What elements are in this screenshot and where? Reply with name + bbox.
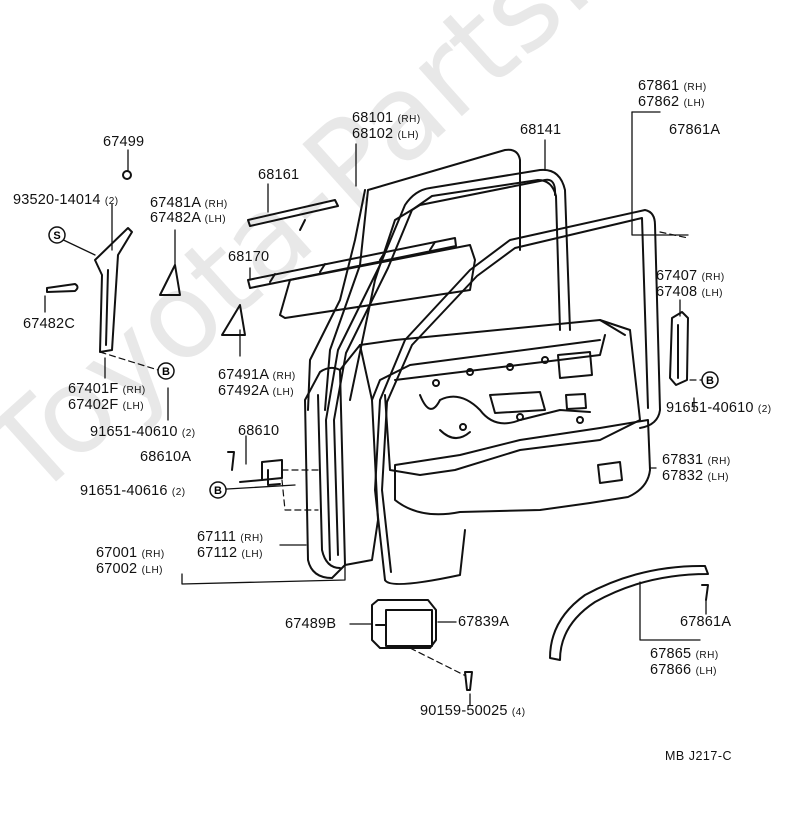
part-label-68170: 68170 [228,249,270,265]
b-marker-2 [701,371,719,389]
part-label-67861A: 67861A [669,122,721,138]
part-label-67499: 67499 [103,134,145,150]
lower-weatherstrip [549,564,709,661]
quarter-glass-1 [159,264,181,296]
part-label-67831: 67831 (RH) [662,452,731,468]
b-marker-label-2: B [706,375,714,387]
door-frame-front [339,319,626,371]
s-marker-label: S [53,230,60,242]
part-label-67865: 67865 (RH) [650,646,719,662]
b-marker-label-1: B [162,366,170,378]
part-label-90159: 90159-50025 (4) [420,703,526,719]
belt-moulding-inner [247,237,457,289]
b-marker-label-3: B [214,485,222,497]
part-label-68101: 68101 (RH) [352,110,421,126]
part-label-67407: 67407 (RH) [656,268,725,284]
part-label-67492A: 67492A (LH) [218,383,295,399]
part-label-67862: 67862 (LH) [638,94,706,110]
part-label-67111: 67111 (RH) [197,529,264,545]
part-label-67489B: 67489B [285,616,337,632]
part-label-91651-c: 91651-40616 (2) [80,483,186,499]
inner-panel [384,319,641,476]
part-label-67491A: 67491A (RH) [218,367,296,383]
part-label-67408: 67408 (LH) [656,284,724,300]
hinge [261,459,283,481]
part-label-67866: 67866 (LH) [650,662,718,678]
part-label-68610: 68610 [238,423,280,439]
s-marker [48,226,66,244]
part-label-91651-a: 91651-40610 (2) [90,424,196,440]
part-label-67482C: 67482C [23,316,75,332]
front-channel [94,227,133,353]
bracket-67482C [46,283,79,293]
part-label-68161: 68161 [258,167,300,183]
part-label-68102: 68102 (LH) [352,126,420,142]
part-label-67839A: 67839A [458,614,510,630]
service-hole-cover [371,599,437,649]
part-label-67861A-2: 67861A [680,614,732,630]
weatherstrip [374,209,661,581]
quarter-glass-2 [221,304,246,336]
part-label-67112: 67112 (LH) [197,545,263,561]
part-label-67402F: 67402F (LH) [68,397,145,413]
part-label-67001: 67001 (RH) [96,545,165,561]
part-label-67832: 67832 (LH) [662,468,730,484]
part-label-67482A: 67482A (LH) [150,210,227,226]
b-marker-3 [209,481,227,499]
part-label-67861: 67861 (RH) [638,78,707,94]
part-label-68610A: 68610A [140,449,192,465]
glass-run [349,178,557,401]
part-label-68141: 68141 [520,122,562,138]
part-label-91651-b: 91651-40610 (2) [666,400,772,416]
part-label-93520: 93520-14014 (2) [13,192,119,208]
part-label-67401F: 67401F (RH) [68,381,146,397]
part-label-67481A: 67481A (RH) [150,195,228,211]
door-shell-outer [317,394,341,569]
part-label-67002: 67002 (LH) [96,561,164,577]
drawing-code: MB J217-C [665,749,733,763]
b-marker-1 [157,362,175,380]
run-channel [325,168,571,561]
door-trim [394,419,651,516]
window-glass [324,148,521,411]
rear-channel [669,311,689,386]
belt-moulding-outer [247,199,339,227]
